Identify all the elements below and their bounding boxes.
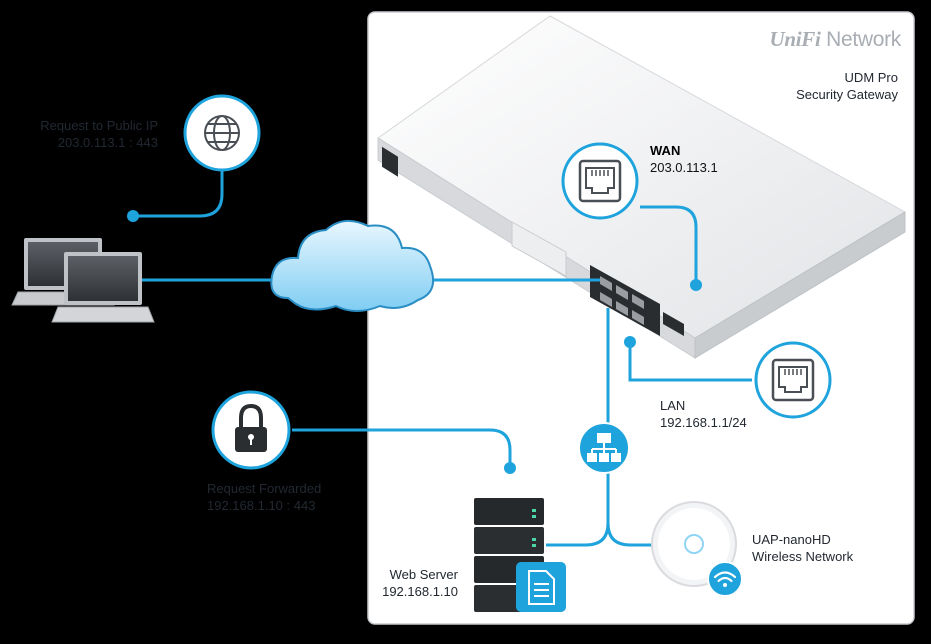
wan-ip: 203.0.113.1 [650, 160, 718, 175]
globe-badge [183, 94, 261, 172]
brand-logo: UniFi [769, 27, 821, 51]
lan-title: LAN [660, 398, 686, 413]
request-public-title: Request to Public IP [40, 118, 158, 133]
connector-dots [127, 210, 702, 474]
brand-product: Network [826, 28, 901, 51]
laptop-front [51, 252, 155, 323]
gateway-model: UDM Pro [844, 70, 898, 85]
wan-port-badge [561, 142, 639, 220]
cloud-icon [270, 219, 434, 312]
gateway-label: UDM Pro Security Gateway [790, 69, 898, 103]
lan-port-badge [754, 341, 832, 419]
udm-pro-device [377, 15, 907, 359]
web-server-ip: 192.168.1.10 [382, 584, 458, 599]
access-point-label: UAP-nanoHD Wireless Network [752, 531, 853, 565]
lan-label: LAN 192.168.1.1/24 [660, 397, 747, 431]
ethernet-port-icon [578, 159, 622, 203]
request-public-label: Request to Public IP 203.0.113.1 : 443 [14, 117, 158, 151]
access-point-network: Wireless Network [752, 549, 854, 564]
wan-title: WAN [650, 143, 681, 158]
connection-lines [133, 168, 752, 547]
lock-icon [235, 403, 267, 452]
laptops [11, 238, 155, 323]
wifi-icon [707, 561, 743, 597]
request-forwarded-label: Request Forwarded 192.168.1.10 : 443 [207, 480, 321, 514]
web-server-title: Web Server [389, 567, 458, 582]
gateway-description: Security Gateway [796, 87, 898, 102]
lock-badge [211, 390, 291, 470]
globe-icon [204, 115, 240, 151]
network-switch-icon [578, 422, 630, 474]
lan-subnet: 192.168.1.1/24 [660, 415, 747, 430]
request-public-address: 203.0.113.1 : 443 [57, 135, 158, 150]
ethernet-port-icon [771, 358, 815, 402]
request-forwarded-title: Request Forwarded [207, 481, 322, 496]
wan-label: WAN 203.0.113.1 [650, 142, 718, 176]
unifi-network-logo: UniFi Network [770, 27, 902, 52]
web-server-label: Web Server 192.168.1.10 [360, 566, 458, 600]
request-forwarded-address: 192.168.1.10 : 443 [207, 498, 316, 513]
document-icon [516, 562, 566, 612]
access-point-model: UAP-nanoHD [752, 532, 831, 547]
